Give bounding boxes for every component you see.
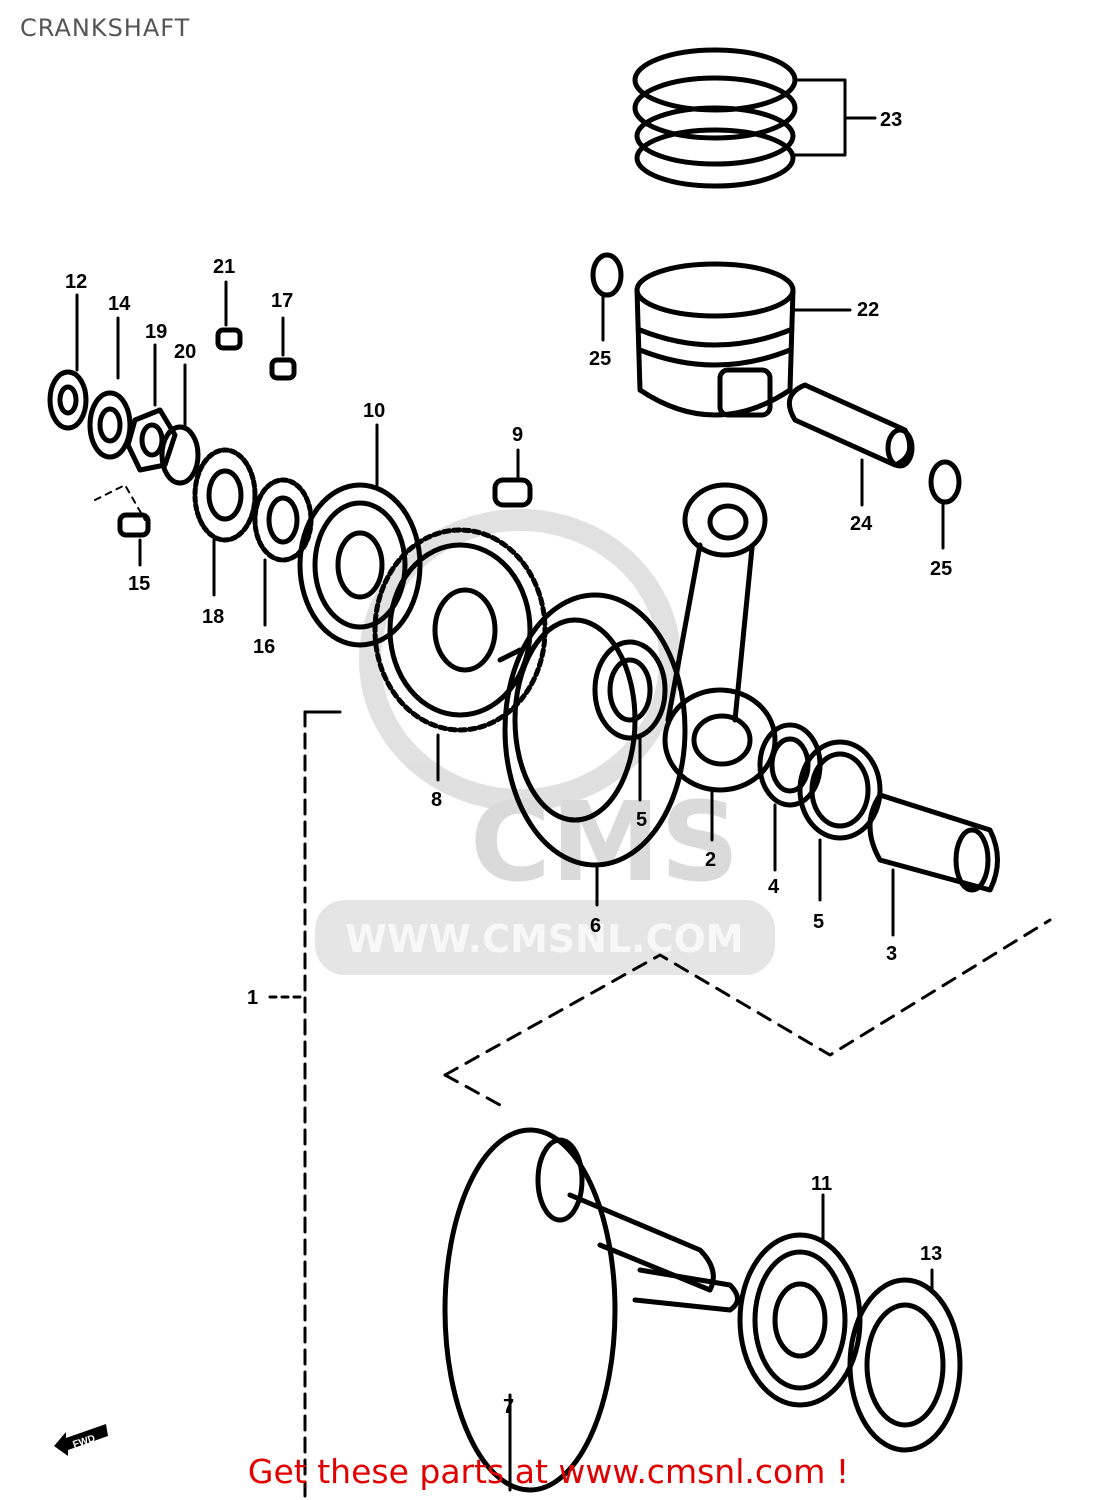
- callout-19: 19: [145, 321, 167, 343]
- callout-11: 11: [811, 1173, 832, 1195]
- fwd-arrow-icon: FWD: [52, 1418, 112, 1463]
- crank-web-right: [497, 592, 688, 907]
- thrust-washer-right: [797, 739, 883, 902]
- lock-washer-14: [87, 316, 133, 460]
- callout-15: 15: [128, 573, 150, 595]
- connecting-rod: [662, 482, 778, 842]
- callout-2: 2: [705, 849, 716, 871]
- callout-25a: 25: [589, 348, 611, 370]
- assembly-bracket: [268, 710, 1052, 1500]
- circlip-right: [928, 459, 962, 550]
- callout-24: 24: [850, 513, 873, 535]
- screw-15: [94, 484, 151, 567]
- oil-seal-12: [47, 293, 89, 431]
- main-bearing-right: [737, 1193, 863, 1408]
- callout-10: 10: [363, 400, 385, 422]
- callout-17: 17: [271, 290, 293, 312]
- crank-web-left: [442, 1127, 740, 1493]
- gear-16: [252, 477, 314, 627]
- primary-gear: [372, 527, 548, 782]
- callout-9: 9: [512, 424, 523, 446]
- cta-link[interactable]: Get these parts at www.cmsnl.com !: [247, 1452, 850, 1491]
- callout-5a: 5: [636, 809, 647, 831]
- callout-21: 21: [213, 256, 235, 278]
- callout-14: 14: [108, 293, 131, 315]
- callout-20: 20: [174, 341, 196, 363]
- piston: [634, 261, 852, 418]
- crank-pin: [867, 792, 1000, 937]
- callout-8: 8: [431, 789, 442, 811]
- nut-19: [125, 343, 178, 473]
- piston-pin: [786, 382, 915, 507]
- callout-23: 23: [880, 109, 902, 131]
- callout-22: 22: [857, 299, 879, 321]
- callout-13: 13: [920, 1243, 942, 1265]
- watermark-logo: CMS: [470, 778, 739, 906]
- piston-rings: [632, 47, 877, 189]
- thrust-washer-left: [592, 639, 668, 802]
- callout-16: 16: [253, 636, 275, 658]
- part-21: [215, 280, 243, 351]
- callout-labels: 1 2 3 4 5 5 6 7 8 9 10 11 12 13 14 15 16…: [65, 109, 952, 1418]
- callout-6: 6: [590, 915, 601, 937]
- callout-4: 4: [768, 876, 780, 898]
- callout-3: 3: [886, 943, 897, 965]
- callout-12: 12: [65, 271, 87, 293]
- watermark-url: WWW.CMSNL.COM: [345, 917, 744, 961]
- callout-18: 18: [202, 606, 224, 628]
- circlip-left: [590, 252, 624, 342]
- part-17: [269, 316, 297, 381]
- callout-1: 1: [247, 987, 258, 1009]
- oil-seal-13: [847, 1268, 963, 1453]
- callout-7: 7: [503, 1396, 514, 1418]
- callout-5b: 5: [813, 911, 824, 933]
- gear-18: [192, 447, 258, 597]
- page-title: CRANKSHAFT: [20, 14, 191, 42]
- main-bearing-left: [297, 423, 423, 648]
- callout-25b: 25: [930, 558, 952, 580]
- woodruff-key: [492, 448, 533, 508]
- washer-20: [159, 363, 201, 486]
